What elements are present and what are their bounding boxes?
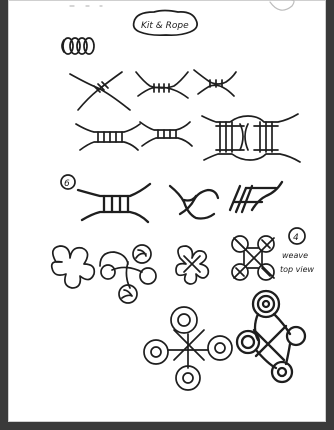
large-knot-spiral [237, 291, 305, 382]
sketch-canvas: Kit & Rope [8, 0, 326, 422]
side-number: 4 [293, 233, 299, 243]
clover-knot-spiral [100, 245, 156, 303]
knot-sketch-b [230, 182, 282, 212]
step-number: 6 [64, 179, 70, 189]
title-text: Kit & Rope [141, 21, 189, 31]
faint-scribbles [70, 0, 294, 10]
knot-sketch-a [170, 186, 218, 219]
ladder-sketch-2 [140, 122, 192, 146]
side-note-line2: top view [280, 265, 315, 274]
side-annotation: 4 weave top view [280, 228, 315, 274]
side-note-line1: weave [282, 251, 308, 260]
cross-sketch-2 [136, 72, 188, 98]
double-ladder-sketch [202, 114, 300, 162]
cross-sketch-1 [70, 72, 130, 110]
clover-knot-bow [176, 246, 208, 284]
clover-knot-circles [232, 236, 274, 280]
ladder-sketch-1 [76, 124, 140, 150]
ladder-sketch-3 [78, 184, 150, 222]
sketch-page: Kit & Rope [8, 0, 326, 422]
coil-sketch [62, 38, 94, 54]
title-cloud: Kit & Rope [134, 11, 198, 36]
step-marker: 6 [61, 175, 75, 189]
large-knot-loops [144, 307, 232, 390]
cross-sketch-3 [194, 70, 236, 96]
clover-knot-small [52, 246, 95, 288]
